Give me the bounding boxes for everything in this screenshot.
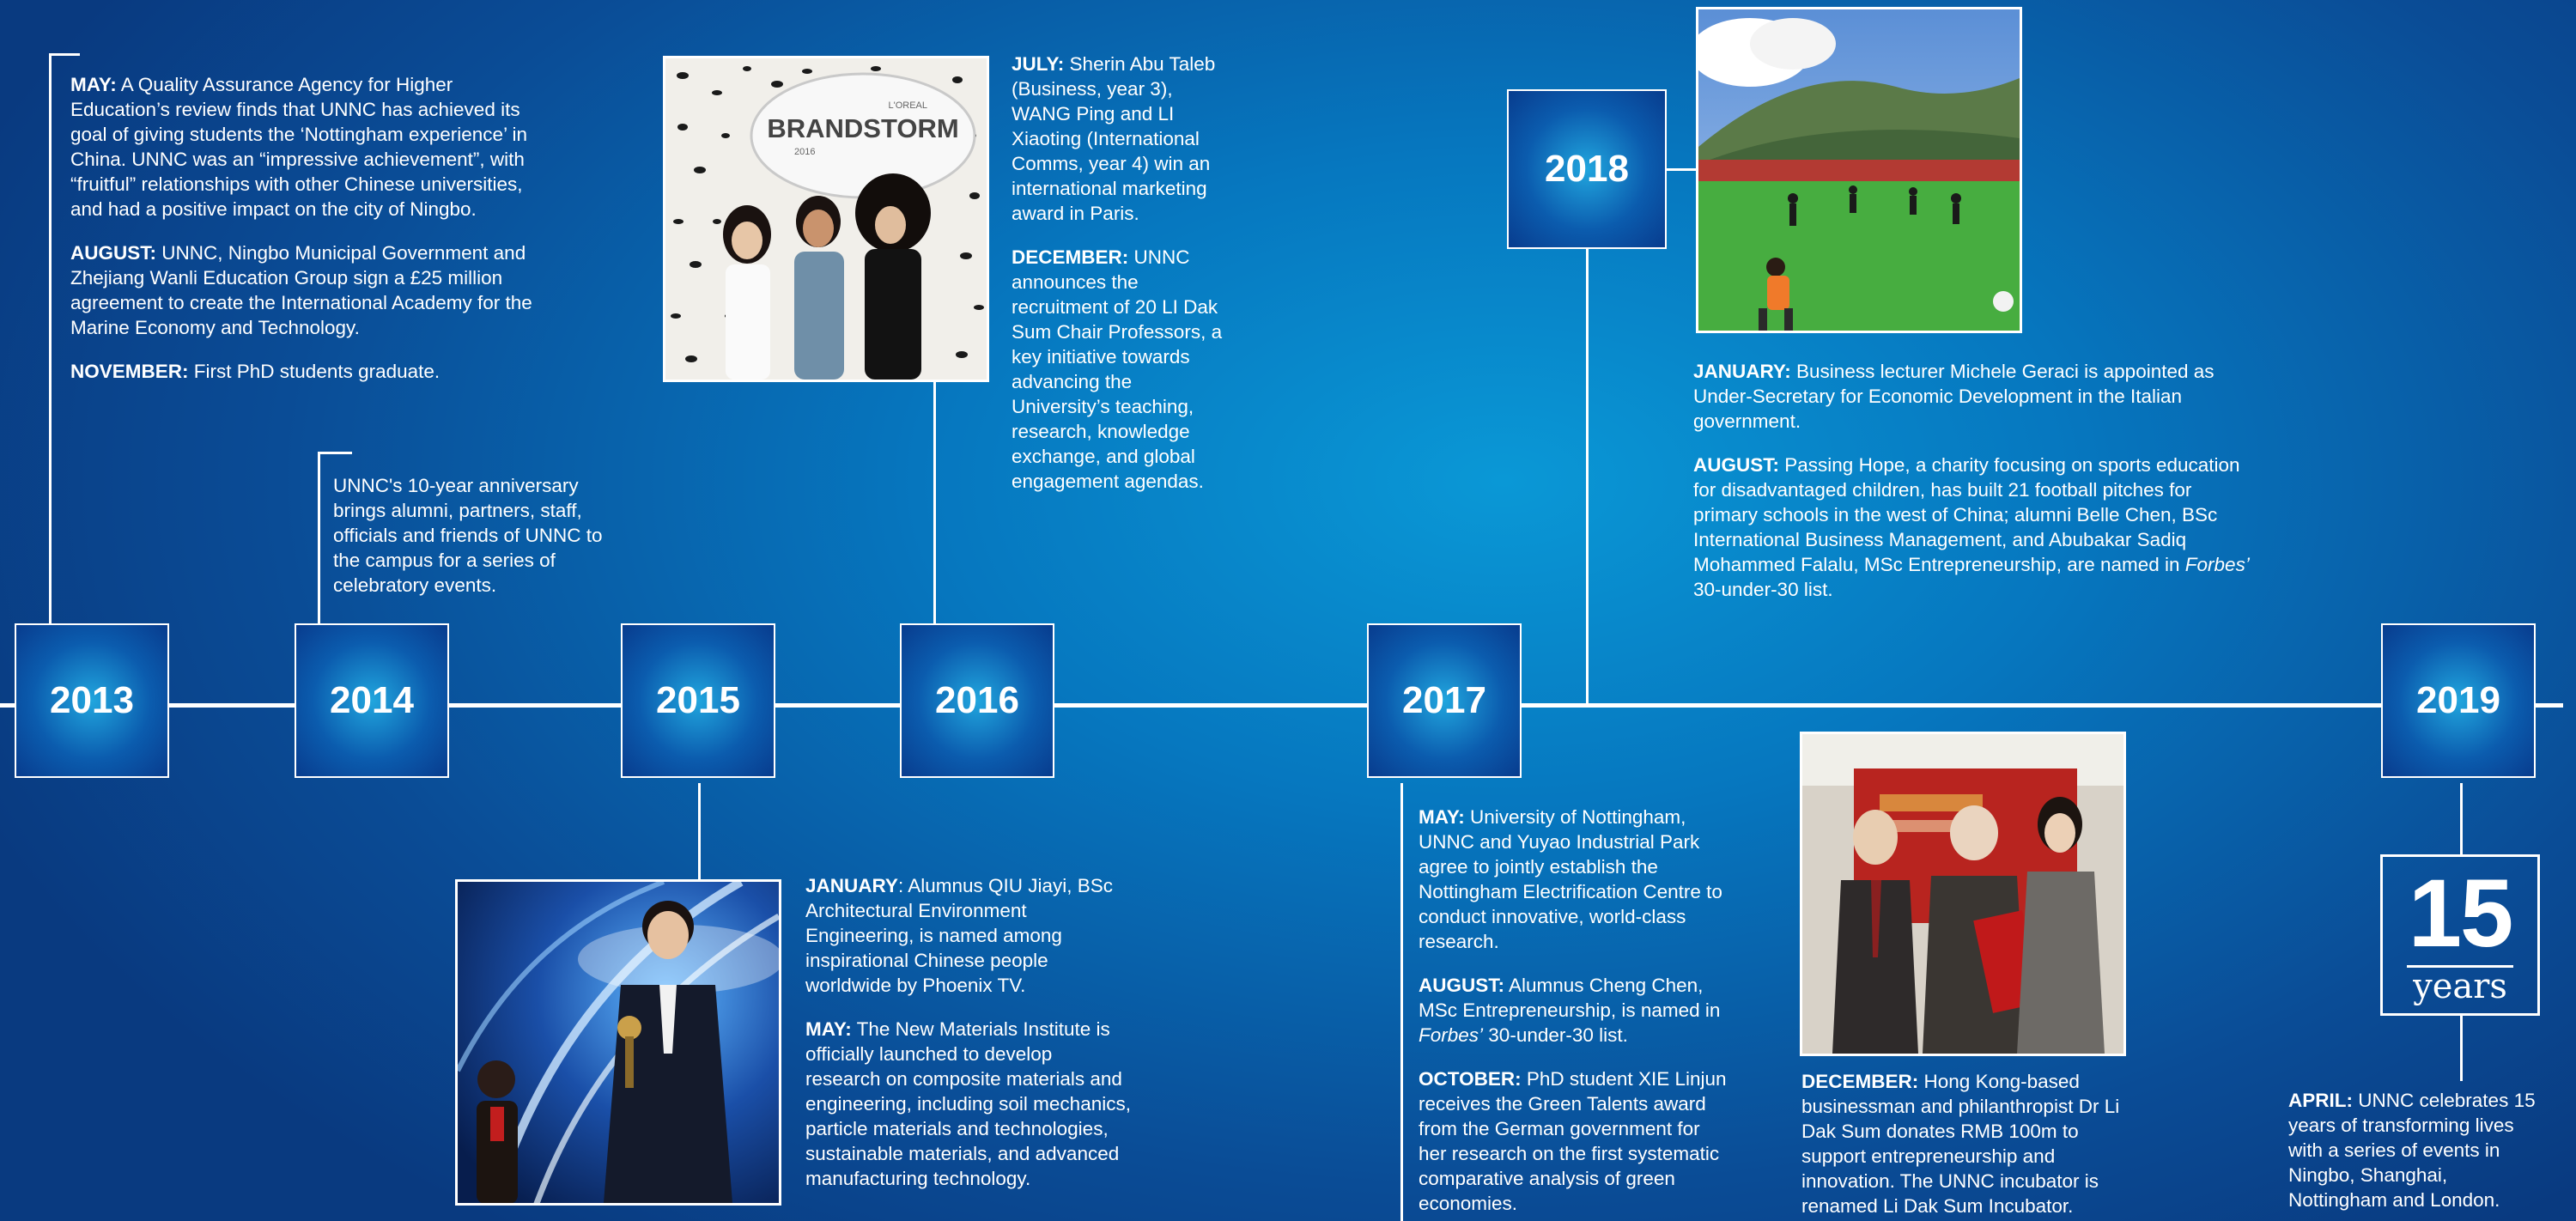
brand-sign-label: L'OREAL: [888, 100, 927, 111]
entry-text: UNNC, Ningbo Municipal Government and Zh…: [70, 242, 532, 338]
connector-2014-tick: [318, 452, 352, 454]
year-box-2019: 2019: [2381, 623, 2536, 778]
photo-2017-donation: [1800, 732, 2126, 1056]
entry-text: University of Nottingham, UNNC and Yuyao…: [1419, 806, 1722, 952]
entry-2016: JULY: Sherin Abu Taleb (Business, year 3…: [1012, 52, 1226, 494]
entry-italic: Forbes’: [2184, 554, 2250, 575]
entry-label: AUGUST:: [70, 242, 156, 264]
badge-word: years: [2413, 967, 2507, 1006]
connector-2019-badge: [2460, 1016, 2463, 1081]
entry-label: DECEMBER:: [1012, 246, 1129, 268]
entry-label: AUGUST:: [1693, 454, 1779, 476]
year-box-2018: 2018: [1507, 89, 1667, 249]
brandstorm-image: L'OREAL BRANDSTORM 2016: [665, 58, 987, 380]
year-box-2014: 2014: [295, 623, 449, 778]
football-pitch-image: [1698, 9, 2020, 331]
entry-text: Alumnus Cheng Chen, MSc Entrepreneurship…: [1419, 975, 1721, 1021]
entry-text: PhD student XIE Linjun receives the Gree…: [1419, 1068, 1727, 1214]
entry-text: Business lecturer Michele Geraci is appo…: [1693, 361, 2215, 432]
entry-2013: MAY: A Quality Assurance Agency for High…: [70, 72, 551, 384]
entry-2017: MAY: University of Nottingham, UNNC and …: [1419, 805, 1733, 1216]
entry-2018: JANUARY: Business lecturer Michele Gerac…: [1693, 359, 2251, 602]
entry-text: UNNC celebrates 15 years of transforming…: [2288, 1090, 2536, 1211]
entry-2015: JANUARY: Alumnus QIU Jiayi, BSc Architec…: [805, 873, 1132, 1191]
entry-label: OCTOBER:: [1419, 1068, 1522, 1090]
award-stage-image: [458, 882, 779, 1203]
entry-text: The New Materials Institute is officiall…: [805, 1018, 1131, 1189]
entry-label: AUGUST:: [1419, 975, 1504, 996]
connector-2019: [2460, 783, 2463, 856]
entry-text: : Alumnus QIU Jiayi, BSc Architectural E…: [805, 875, 1114, 996]
connector-2018-photo: [1667, 168, 1698, 171]
year-box-2013: 2013: [15, 623, 169, 778]
entry-text: A Quality Assurance Agency for Higher Ed…: [70, 74, 527, 220]
connector-2014: [318, 452, 320, 623]
entry-text: Passing Hope, a charity focusing on spor…: [1693, 454, 2240, 575]
entry-text: Hong Kong-based businessman and philanth…: [1801, 1071, 2120, 1217]
brand-sign-title: BRANDSTORM: [767, 113, 958, 143]
timeline-axis: [0, 703, 2563, 708]
entry-label: MAY:: [70, 74, 117, 95]
brand-sign-year: 2016: [794, 147, 815, 157]
entry-2019: APRIL: UNNC celebrates 15 years of trans…: [2288, 1088, 2546, 1212]
entry-text: First PhD students graduate.: [193, 361, 440, 382]
entry-italic: Forbes’: [1419, 1024, 1484, 1046]
entry-text: 30-under-30 list.: [1693, 579, 1833, 600]
entry-text: UNNC announces the recruitment of 20 LI …: [1012, 246, 1223, 492]
connector-2013-tick: [49, 53, 80, 56]
entry-text: UNNC's 10-year anniversary brings alumni…: [333, 475, 603, 596]
entry-2014: UNNC's 10-year anniversary brings alumni…: [333, 473, 608, 598]
entry-label: MAY:: [1419, 806, 1465, 828]
connector-2016: [933, 381, 936, 623]
entry-label: JULY:: [1012, 53, 1065, 75]
entry-label: MAY:: [805, 1018, 852, 1040]
donation-ceremony-image: [1802, 734, 2123, 1054]
photo-2018-football: [1696, 7, 2022, 333]
entry-label: JANUARY: [805, 875, 898, 896]
photo-2015-award-ceremony: [455, 879, 781, 1206]
connector-2015: [698, 783, 701, 879]
badge-divider: [2407, 965, 2513, 968]
entry-2017-december: DECEMBER: Hong Kong-based businessman an…: [1801, 1069, 2128, 1218]
entry-text: Sherin Abu Taleb (Business, year 3), WAN…: [1012, 53, 1216, 224]
badge-number: 15: [2408, 860, 2514, 967]
entry-text: 30-under-30 list.: [1488, 1024, 1628, 1046]
year-box-2016: 2016: [900, 623, 1054, 778]
year-box-2015: 2015: [621, 623, 775, 778]
fifteen-years-badge: 15 years: [2380, 854, 2540, 1016]
connector-2018: [1586, 249, 1589, 706]
entry-label: NOVEMBER:: [70, 361, 189, 382]
entry-label: DECEMBER:: [1801, 1071, 1919, 1092]
connector-2013: [49, 53, 52, 623]
connector-2017: [1400, 783, 1403, 1221]
year-box-2017: 2017: [1367, 623, 1522, 778]
photo-2016-brandstorm: L'OREAL BRANDSTORM 2016: [663, 56, 989, 382]
entry-label: JANUARY:: [1693, 361, 1791, 382]
entry-label: APRIL:: [2288, 1090, 2353, 1111]
